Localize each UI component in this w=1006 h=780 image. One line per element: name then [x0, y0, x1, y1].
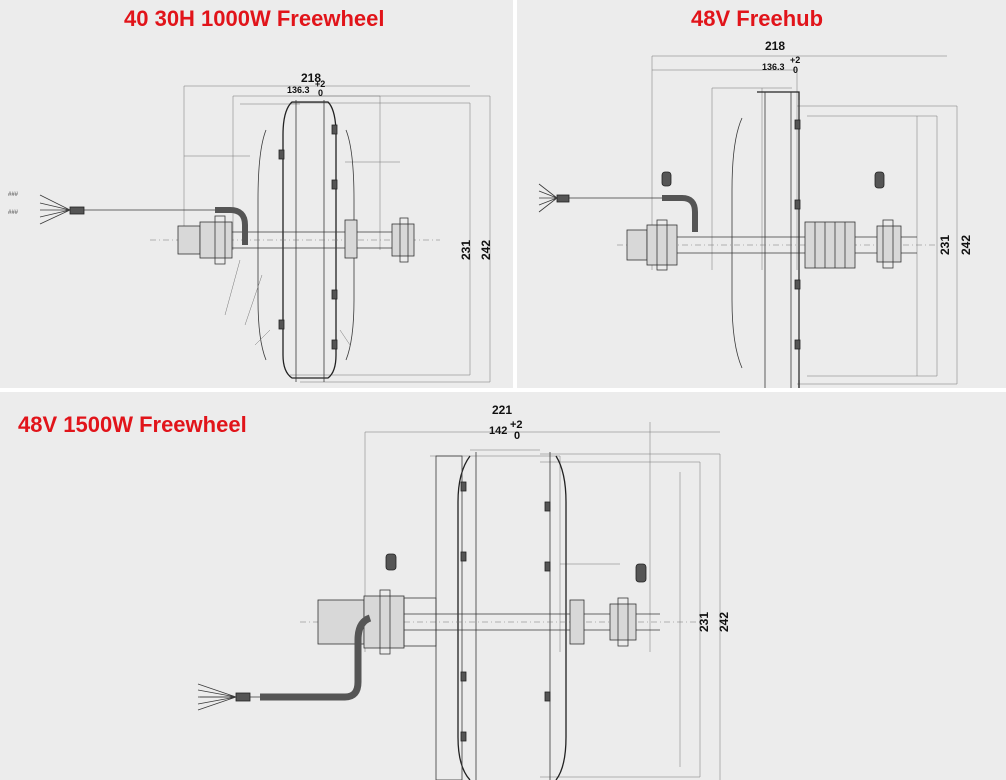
motor-drawing-1000w: ### ### 218 136.3 +2 0 231 242: [8, 71, 493, 383]
dim-h1: 231: [938, 235, 952, 255]
dim-h2: 242: [479, 240, 493, 260]
dim-inner: 136.3: [287, 85, 310, 95]
panel-1500w-freewheel: 48V 1500W Freewheel: [0, 392, 1006, 780]
dim-tol-zero: 0: [318, 88, 323, 98]
panel-title: 48V 1500W Freewheel: [18, 412, 247, 437]
svg-text:###: ###: [8, 192, 19, 198]
dim-h2: 242: [959, 235, 973, 255]
svg-text:###: ###: [8, 210, 19, 216]
dim-inner: 142: [489, 425, 507, 437]
dim-tol-plus: +2: [790, 55, 800, 65]
dim-inner: 136.3: [762, 62, 785, 72]
panel-title: 48V Freehub: [691, 6, 824, 31]
panel-1000w-freewheel: 40 30H 1000W Freewheel: [0, 0, 513, 388]
dim-width: 218: [765, 39, 785, 53]
panel-freehub: 48V Freehub: [517, 0, 1006, 388]
dim-tol-plus: +2: [510, 419, 523, 431]
dim-tol-zero: 0: [514, 430, 520, 442]
dim-tol-plus: +2: [315, 79, 325, 89]
dim-width: 218: [301, 71, 321, 85]
dim-h1: 231: [697, 612, 711, 632]
dim-h2: 242: [717, 612, 731, 632]
motor-drawing-1500w: 221 142 +2 0 231 242: [197, 403, 731, 780]
dim-tol-zero: 0: [793, 65, 798, 75]
dim-width: 221: [492, 403, 512, 417]
motor-drawing-freehub: 218 136.3 +2 0 231 242: [538, 39, 973, 388]
panel-title: 40 30H 1000W Freewheel: [124, 6, 385, 31]
dim-h1: 231: [459, 240, 473, 260]
